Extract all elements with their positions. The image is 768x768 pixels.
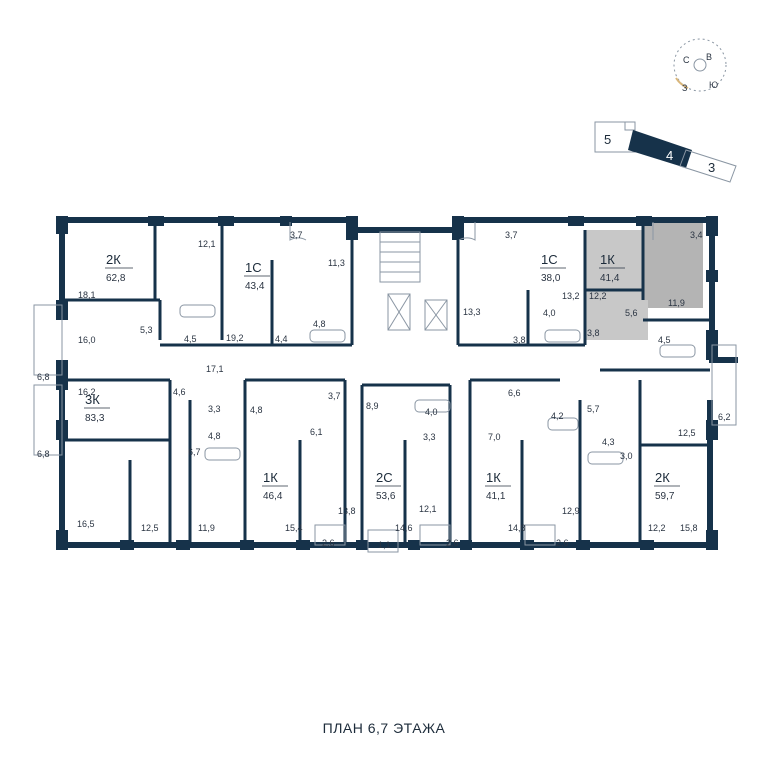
room-area: 4,5 bbox=[184, 334, 197, 344]
compass-north: С bbox=[683, 55, 690, 65]
section-label-4: 4 bbox=[666, 148, 673, 163]
room-area: 4,0 bbox=[425, 407, 438, 417]
room-area: 6,6 bbox=[508, 388, 521, 398]
room-area: 3,3 bbox=[423, 432, 436, 442]
room-area: 4,4 bbox=[275, 334, 288, 344]
room-area: 7,0 bbox=[488, 432, 501, 442]
room-area: 12,1 bbox=[419, 504, 437, 514]
apt-area: 43,4 bbox=[245, 281, 265, 292]
compass-east: В bbox=[706, 52, 712, 62]
apt-type: 1К bbox=[486, 470, 501, 485]
room-area: 12,5 bbox=[678, 428, 696, 438]
room-area: 16,0 bbox=[78, 335, 96, 345]
room-area: 4,0 bbox=[543, 308, 556, 318]
room-area: 5,3 bbox=[140, 325, 153, 335]
room-area: 14,6 bbox=[395, 523, 413, 533]
room-area: 1,1 bbox=[378, 540, 391, 550]
room-area: 4,2 bbox=[551, 411, 564, 421]
apt-type: 1К bbox=[600, 252, 615, 267]
room-area: 5,7 bbox=[587, 404, 600, 414]
section-label-3: 3 bbox=[708, 160, 715, 175]
room-area: 5,6 bbox=[625, 308, 638, 318]
apt-type: 2К bbox=[106, 252, 121, 267]
room-area: 2,6 bbox=[446, 538, 459, 548]
compass-ring-icon bbox=[673, 38, 727, 92]
detail-lines bbox=[33, 222, 737, 553]
room-area: 4,6 bbox=[173, 387, 186, 397]
room-area: 12,5 bbox=[141, 523, 159, 533]
room-area: 13,8 bbox=[338, 506, 356, 516]
compass-west: З bbox=[682, 83, 687, 93]
room-area: 8,9 bbox=[366, 401, 379, 411]
section-key-plan: 5 4 3 bbox=[594, 121, 737, 183]
room-area: 3,7 bbox=[290, 230, 303, 240]
room-area: 15,4 bbox=[285, 523, 303, 533]
room-area: 6,2 bbox=[718, 412, 731, 422]
room-area: 11,9 bbox=[198, 523, 215, 533]
room-area: 17,1 bbox=[206, 364, 224, 374]
room-area: 4,5 bbox=[658, 335, 671, 345]
apt-type: 1К bbox=[263, 470, 278, 485]
room-area: 6,7 bbox=[188, 447, 201, 457]
apt-area: 62,8 bbox=[106, 273, 126, 284]
room-area: 15,8 bbox=[680, 523, 698, 533]
apt-area: 38,0 bbox=[541, 273, 561, 284]
room-area: 6,8 bbox=[37, 372, 50, 382]
apt-area: 41,1 bbox=[486, 491, 506, 502]
apt-area: 59,7 bbox=[655, 491, 675, 502]
room-area: 2,6 bbox=[556, 538, 569, 548]
room-area: 2,6 bbox=[322, 538, 335, 548]
room-area: 4,8 bbox=[313, 319, 326, 329]
room-area: 18,1 bbox=[78, 290, 96, 300]
room-area: 3,7 bbox=[328, 391, 341, 401]
plan-title: ПЛАН 6,7 ЭТАЖА bbox=[322, 720, 446, 736]
room-area: 12,2 bbox=[648, 523, 666, 533]
room-area: 3,0 bbox=[620, 451, 633, 461]
room-area: 16,2 bbox=[78, 387, 96, 397]
section-4-block bbox=[628, 130, 692, 168]
room-area: 11,9 bbox=[668, 298, 685, 308]
apt-type: 2К bbox=[655, 470, 670, 485]
room-area: 19,2 bbox=[226, 333, 244, 343]
room-area: 4,8 bbox=[250, 405, 263, 415]
apt-type: 1С bbox=[541, 252, 558, 267]
room-area: 3,4 bbox=[690, 230, 703, 240]
room-area: 3,8 bbox=[587, 328, 600, 338]
room-area: 13,3 bbox=[463, 307, 481, 317]
room-labels: 18,1 12,1 3,7 11,3 19,2 5,3 4,5 4,4 4,8 … bbox=[37, 230, 731, 550]
room-area: 16,5 bbox=[77, 519, 95, 529]
room-area: 6,8 bbox=[37, 449, 50, 459]
compass: С В З Ю bbox=[673, 38, 727, 93]
compass-south: Ю bbox=[709, 80, 718, 90]
apt-type: 3К bbox=[85, 392, 100, 407]
room-area: 12,9 bbox=[562, 506, 580, 516]
apt-type: 1С bbox=[245, 260, 262, 275]
apt-area: 53,6 bbox=[376, 491, 396, 502]
apt-area: 46,4 bbox=[263, 491, 283, 502]
section-label-5: 5 bbox=[604, 132, 611, 147]
room-area: 14,8 bbox=[508, 523, 526, 533]
apt-area: 41,4 bbox=[600, 273, 620, 284]
room-area: 13,2 bbox=[562, 291, 580, 301]
apt-type: 2С bbox=[376, 470, 393, 485]
interior-walls bbox=[62, 222, 710, 545]
apt-area: 83,3 bbox=[85, 413, 105, 424]
room-area: 11,3 bbox=[328, 258, 345, 268]
apartment-labels: 2К 62,8 1С 43,4 1С 38,0 1К 41,4 3К 83,3 … bbox=[84, 252, 680, 502]
room-area: 4,8 bbox=[208, 431, 221, 441]
room-area: 3,8 bbox=[513, 335, 526, 345]
room-area: 6,1 bbox=[310, 427, 323, 437]
room-area: 4,3 bbox=[602, 437, 615, 447]
room-area: 3,7 bbox=[505, 230, 518, 240]
room-area: 12,1 bbox=[198, 239, 216, 249]
room-area: 12,2 bbox=[589, 291, 607, 301]
room-area: 3,3 bbox=[208, 404, 221, 414]
compass-arc-icon bbox=[675, 77, 689, 89]
